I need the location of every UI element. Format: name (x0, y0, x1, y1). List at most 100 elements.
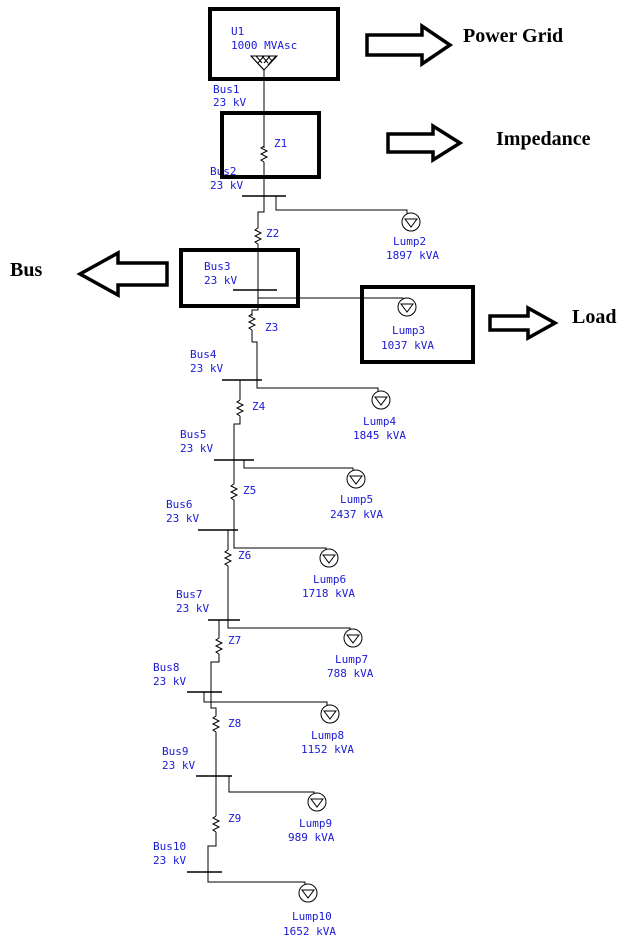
impedance-label: Z7 (228, 634, 241, 647)
load-lump2: Lump2 1897 kVA (386, 212, 439, 262)
load-icon (319, 548, 339, 568)
arrow-right-icon (386, 122, 464, 164)
load-lump5: Lump5 2437 kVA (330, 469, 383, 521)
bus-5: Bus5 23 kV (180, 428, 354, 484)
load-rating: 1652 kVA (283, 925, 336, 938)
load-rating: 1897 kVA (386, 249, 439, 262)
bus-name: Bus8 (153, 661, 180, 674)
impedance-z5: Z5 (229, 483, 256, 530)
load-lump4: Lump4 1845 kVA (353, 390, 406, 442)
impedance-z4: Z4 (233, 399, 266, 460)
load-feeder (207, 872, 306, 886)
load-feeder (243, 460, 354, 472)
load-lump9: Lump9 989 kVA (288, 792, 335, 844)
load-name: Lump3 (392, 324, 425, 337)
bus-name: Bus5 (180, 428, 207, 441)
load-icon (401, 212, 421, 232)
bus-voltage: 23 kV (180, 442, 213, 455)
callout-load: Load (572, 306, 616, 328)
impedance-label: Z3 (265, 321, 278, 334)
resistor-icon (214, 637, 224, 655)
load-feeder (228, 776, 315, 795)
load-name: Lump6 (313, 573, 346, 586)
bus-voltage: 23 kV (162, 759, 195, 772)
load-feeder (257, 290, 404, 300)
load-icon (397, 297, 417, 317)
impedance-label: Z2 (266, 227, 279, 240)
bus-voltage: 23 kV (213, 96, 246, 109)
load-name: Lump7 (335, 653, 368, 666)
load-rating: 1037 kVA (381, 339, 434, 352)
load-icon (307, 792, 327, 812)
impedance-label: Z6 (238, 549, 251, 562)
impedance-label: Z9 (228, 812, 241, 825)
source-id: U1 (231, 25, 244, 38)
bus-voltage: 23 kV (176, 602, 209, 615)
bus-voltage: 23 kV (204, 274, 237, 287)
load-name: Lump9 (299, 817, 332, 830)
resistor-icon (223, 549, 233, 567)
bus-name: Bus9 (162, 745, 189, 758)
impedance-label: Z4 (252, 400, 266, 413)
impedance-z1: Z1 (259, 137, 287, 196)
load-feeder (256, 380, 379, 392)
bus-6: Bus6 23 kV (166, 498, 327, 551)
impedance-z8: Z8 (211, 715, 241, 776)
bus-8: Bus8 23 kV (153, 661, 328, 716)
load-lump6: Lump6 1718 kVA (302, 548, 355, 600)
bus-voltage: 23 kV (153, 854, 186, 867)
load-name: Lump5 (340, 493, 373, 506)
resistor-icon (235, 399, 245, 417)
load-name: Lump2 (393, 235, 426, 248)
resistor-icon (211, 715, 221, 733)
power-grid-highlight-box (208, 7, 340, 81)
arrow-right-icon (488, 305, 559, 341)
load-name: Lump4 (363, 415, 396, 428)
callout-bus: Bus (10, 259, 42, 281)
load-rating: 989 kVA (288, 831, 335, 844)
bus-9: Bus9 23 kV (162, 745, 315, 816)
load-icon (346, 469, 366, 489)
impedance-z9: Z9 (207, 812, 241, 872)
load-feeder (275, 196, 408, 215)
callout-power-grid: Power Grid (463, 25, 563, 47)
load-feeder (203, 692, 328, 707)
bus-voltage: 23 kV (153, 675, 186, 688)
load-name: Lump10 (292, 910, 332, 923)
load-feeder (227, 620, 351, 631)
bus-name: Bus4 (190, 348, 217, 361)
resistor-icon (259, 145, 269, 163)
impedance-highlight-box (220, 111, 321, 179)
load-highlight-box (360, 285, 475, 364)
source-rating: 1000 MVAsc (231, 39, 297, 52)
impedance-z6: Z6 (223, 549, 251, 620)
bus-highlight-box (179, 248, 300, 308)
bus-10: Bus10 23 kV (153, 840, 306, 886)
load-icon (298, 883, 318, 903)
load-lump8: Lump8 1152 kVA (301, 704, 354, 756)
bus-1: Bus1 23 kV (213, 83, 246, 109)
load-icon (320, 704, 340, 724)
bus-voltage: 23 kV (190, 362, 223, 375)
resistor-icon (229, 483, 239, 501)
grid-source-icon (249, 55, 279, 71)
bus-voltage: 23 kV (166, 512, 199, 525)
resistor-icon (211, 815, 221, 833)
arrow-right-icon (365, 22, 454, 68)
load-rating: 1718 kVA (302, 587, 355, 600)
resistor-icon (253, 227, 263, 245)
bus-name: Bus1 (213, 83, 240, 96)
impedance-z3: Z3 (247, 313, 278, 380)
load-rating: 788 kVA (327, 667, 374, 680)
load-rating: 1845 kVA (353, 429, 406, 442)
load-name: Lump8 (311, 729, 344, 742)
bus-name: Bus6 (166, 498, 193, 511)
callout-impedance: Impedance (496, 128, 591, 150)
bus-name: Bus7 (176, 588, 203, 601)
impedance-label: Z1 (274, 137, 287, 150)
load-rating: 2437 kVA (330, 508, 383, 521)
power-grid-source: U1 1000 MVAsc (231, 25, 297, 71)
load-lump3: Lump3 1037 kVA (381, 297, 434, 352)
